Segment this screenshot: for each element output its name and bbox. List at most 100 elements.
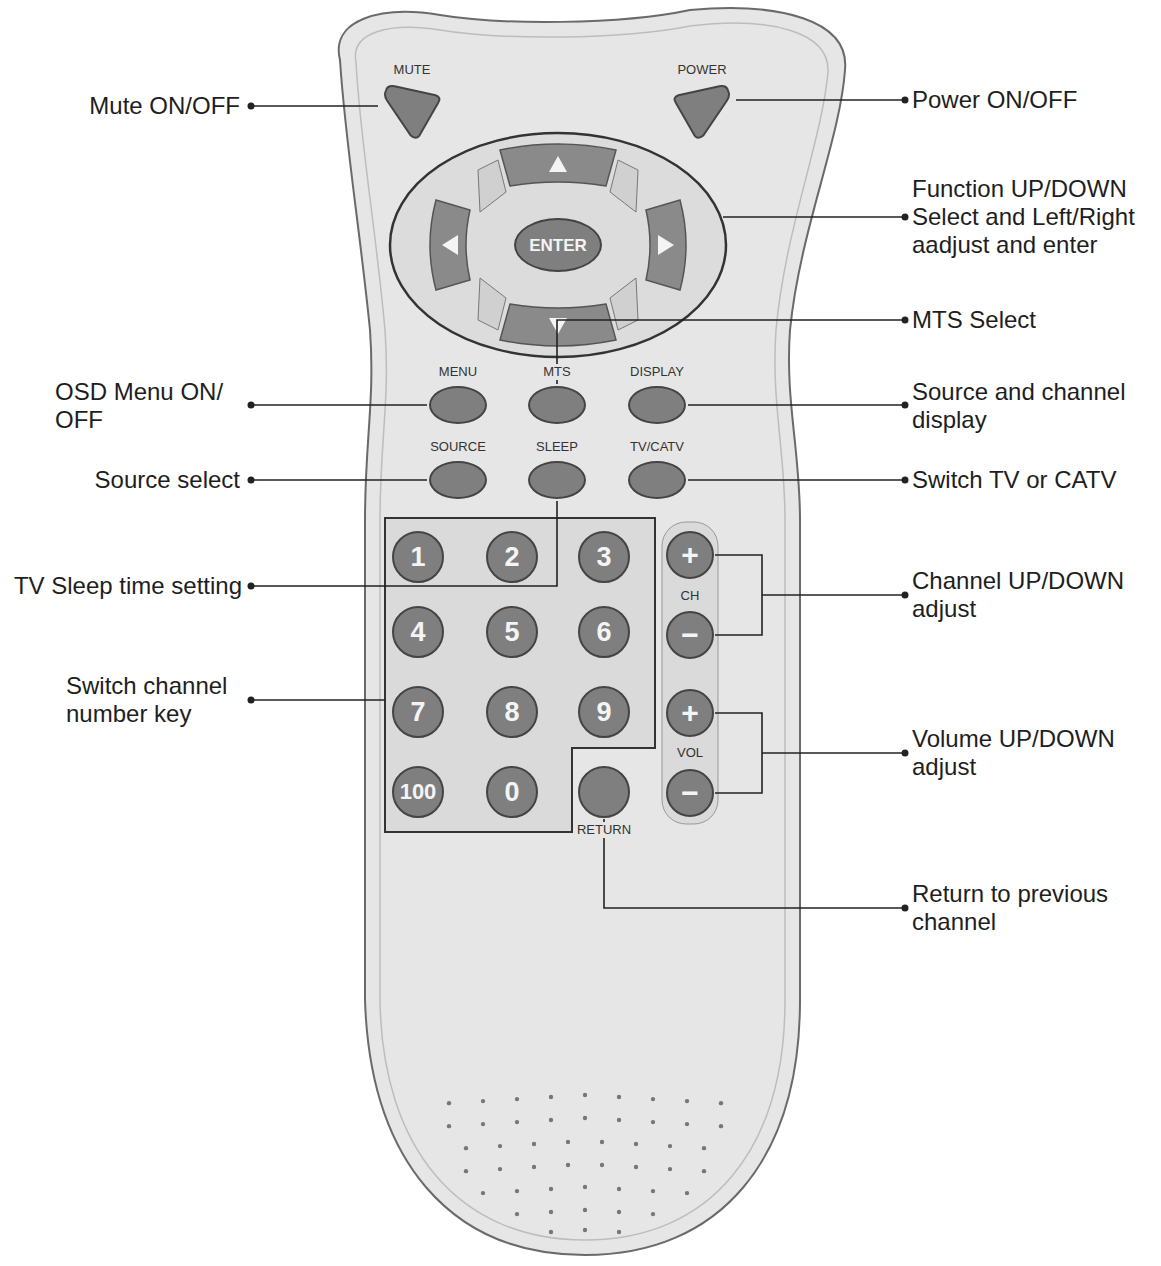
button-label: 2 — [504, 544, 519, 571]
remote-button: ENTER — [514, 218, 602, 272]
remote-button: SOURCE — [424, 439, 492, 499]
button-shape — [528, 461, 586, 499]
remote-button: − — [666, 769, 714, 817]
callout-label: OSD Menu ON/ OFF — [55, 378, 245, 434]
remote-button: + — [666, 689, 714, 737]
remote-button: MUTE — [381, 62, 443, 140]
speaker-hole — [583, 1185, 587, 1189]
button-label: TV/CATV — [628, 439, 686, 455]
remote-button: 9 — [578, 686, 630, 738]
button-holder — [628, 461, 686, 499]
button-label: 7 — [410, 699, 425, 726]
button-shape — [429, 386, 487, 424]
button-label: MTS — [541, 364, 572, 380]
button-group-label: CH — [660, 588, 720, 604]
speaker-hole — [685, 1122, 689, 1126]
speaker-hole — [719, 1101, 723, 1105]
speaker-hole — [702, 1169, 706, 1173]
button-label: 1 — [410, 544, 425, 571]
button-label: MUTE — [392, 62, 433, 78]
remote-button: TV/CATV — [624, 439, 690, 499]
speaker-hole — [481, 1099, 485, 1103]
speaker-grille — [447, 1093, 723, 1234]
callout-label: MTS Select — [912, 306, 1152, 334]
remote-button: 4 — [392, 606, 444, 658]
button-shape — [381, 84, 443, 140]
remote-button: 8 — [486, 686, 538, 738]
speaker-hole — [549, 1118, 553, 1122]
remote-button: 3 — [578, 531, 630, 583]
button-label: 8 — [504, 699, 519, 726]
remote-button: 100 — [392, 766, 444, 818]
button-shape — [671, 84, 733, 140]
corner-pad — [478, 160, 638, 330]
remote-button: − — [666, 611, 714, 659]
speaker-hole — [566, 1163, 570, 1167]
speaker-hole — [549, 1187, 553, 1191]
button-label: SLEEP — [534, 439, 580, 455]
speaker-hole — [617, 1210, 621, 1214]
button-holder — [528, 461, 586, 499]
button-holder — [381, 84, 443, 140]
button-label: RETURN — [575, 822, 633, 838]
button-label: 3 — [596, 544, 611, 571]
remote-button: DISPLAY — [624, 364, 690, 424]
speaker-hole — [583, 1208, 587, 1212]
remote-button: 6 — [578, 606, 630, 658]
speaker-hole — [617, 1095, 621, 1099]
button-label: − — [681, 620, 699, 650]
speaker-hole — [702, 1146, 706, 1150]
button-holder — [528, 386, 586, 424]
button-shape — [578, 766, 630, 818]
speaker-hole — [515, 1189, 519, 1193]
callout-label: Channel UP/DOWN adjust — [912, 567, 1152, 623]
number-pad-frame — [385, 518, 655, 832]
button-holder — [671, 84, 733, 140]
button-label: 100 — [400, 781, 437, 803]
speaker-hole — [498, 1167, 502, 1171]
speaker-hole — [600, 1163, 604, 1167]
speaker-hole — [617, 1187, 621, 1191]
remote-button: 1 — [392, 531, 444, 583]
remote-button: + — [666, 531, 714, 579]
button-shape — [628, 386, 686, 424]
speaker-hole — [634, 1165, 638, 1169]
callout-label: Volume UP/DOWN adjust — [912, 725, 1152, 781]
button-label: SOURCE — [428, 439, 488, 455]
speaker-hole — [583, 1228, 587, 1232]
speaker-hole — [617, 1230, 621, 1234]
leader-dots — [248, 97, 909, 912]
remote-button: 2 — [486, 531, 538, 583]
button-holder — [429, 386, 487, 424]
button-holder — [628, 386, 686, 424]
button-label: 9 — [596, 699, 611, 726]
leader-lines — [251, 100, 905, 908]
button-label: 6 — [596, 619, 611, 646]
up-arrow-symbol — [549, 156, 567, 172]
remote-button: 7 — [392, 686, 444, 738]
speaker-hole — [498, 1144, 502, 1148]
callout-label: Source select — [40, 466, 240, 494]
button-label: 0 — [504, 779, 519, 806]
speaker-hole — [617, 1118, 621, 1122]
up-arrow-button — [500, 144, 616, 186]
ch-vol-panel — [662, 522, 718, 824]
callout-label: Switch channel number key — [66, 672, 241, 728]
speaker-hole — [549, 1210, 553, 1214]
down-arrow-button — [500, 304, 616, 346]
speaker-hole — [566, 1140, 570, 1144]
callout-label: Function UP/DOWN Select and Left/Right a… — [912, 175, 1157, 259]
speaker-hole — [447, 1124, 451, 1128]
right-arrow-button — [646, 200, 686, 290]
button-label: POWER — [675, 62, 728, 78]
speaker-hole — [583, 1116, 587, 1120]
left-arrow-button — [430, 200, 470, 290]
button-label: MENU — [437, 364, 479, 380]
speaker-hole — [464, 1169, 468, 1173]
remote-button: MTS — [528, 364, 586, 424]
speaker-hole — [651, 1189, 655, 1193]
remote-button: MENU — [429, 364, 487, 424]
speaker-hole — [532, 1165, 536, 1169]
button-shape — [628, 461, 686, 499]
